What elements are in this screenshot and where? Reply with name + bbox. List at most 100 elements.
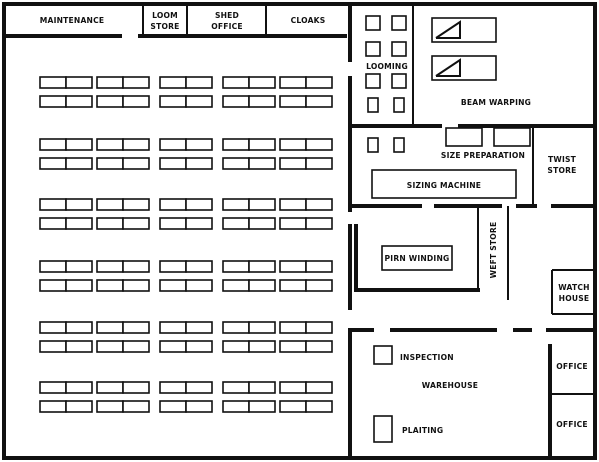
loom-cell	[305, 138, 333, 151]
loom-cell	[65, 381, 93, 394]
loom-cell	[222, 157, 250, 170]
loom-cell	[185, 279, 213, 292]
loom	[159, 198, 213, 211]
size-preparation-label: SIZE PREPARATION	[441, 151, 525, 160]
loom	[222, 157, 276, 170]
loom	[222, 217, 276, 230]
loom-cell	[279, 400, 307, 413]
loom-cell	[279, 279, 307, 292]
size-prep-frame	[367, 137, 379, 153]
loom	[159, 95, 213, 108]
loom-cell	[122, 340, 150, 353]
loom-cell	[122, 279, 150, 292]
loom-cell	[279, 321, 307, 334]
loom	[39, 381, 93, 394]
loom-cell	[96, 217, 124, 230]
loom-cell	[122, 138, 150, 151]
loom	[222, 400, 276, 413]
loom-cell	[222, 76, 250, 89]
loom-cell	[39, 279, 67, 292]
loom-cell	[65, 198, 93, 211]
loom	[96, 76, 150, 89]
loom-cell	[96, 400, 124, 413]
loom-cell	[279, 138, 307, 151]
loom	[279, 340, 333, 353]
twist-store-label-2: STORE	[547, 166, 576, 175]
loom	[159, 381, 213, 394]
loom-cell	[39, 157, 67, 170]
loom-cell	[222, 340, 250, 353]
loom-cell	[185, 381, 213, 394]
loom-cell	[248, 95, 276, 108]
looming-frames	[365, 15, 407, 153]
loom-cell	[279, 198, 307, 211]
pirn-winding-label: PIRN WINDING	[385, 254, 450, 263]
loom-cell	[279, 157, 307, 170]
plaiting-label: PLAITING	[402, 426, 443, 435]
loom-cell	[185, 76, 213, 89]
sizing-machine-box	[371, 169, 517, 199]
loom	[96, 95, 150, 108]
loom-cell	[122, 321, 150, 334]
loom	[222, 340, 276, 353]
loom-cell	[305, 157, 333, 170]
loom	[222, 138, 276, 151]
loom-cell	[305, 217, 333, 230]
loom-cell	[159, 340, 187, 353]
loom-cell	[96, 340, 124, 353]
loom-cell	[65, 400, 93, 413]
loom-cell	[222, 95, 250, 108]
loom-cell	[96, 381, 124, 394]
loom-cell	[222, 400, 250, 413]
loom-cell	[159, 279, 187, 292]
loom	[159, 321, 213, 334]
loom-cell	[248, 321, 276, 334]
loom-cell	[96, 321, 124, 334]
loom	[39, 321, 93, 334]
loom	[279, 381, 333, 394]
loom-cell	[248, 138, 276, 151]
looming-frame	[391, 41, 407, 57]
loom	[279, 95, 333, 108]
loom-cell	[96, 76, 124, 89]
loom-cell	[122, 157, 150, 170]
loom	[96, 138, 150, 151]
loom-cell	[279, 260, 307, 273]
loom	[96, 400, 150, 413]
loom-cell	[65, 95, 93, 108]
looming-frame	[365, 41, 381, 57]
loom-cell	[279, 217, 307, 230]
loom-cell	[305, 76, 333, 89]
loom-cell	[222, 217, 250, 230]
size-tank	[445, 127, 483, 147]
loom-cell	[248, 217, 276, 230]
loom-cell	[39, 217, 67, 230]
loom	[279, 400, 333, 413]
loom	[222, 95, 276, 108]
loom	[279, 279, 333, 292]
loom-cell	[122, 217, 150, 230]
loom-cell	[39, 260, 67, 273]
warehouse-label: WAREHOUSE	[422, 381, 478, 390]
loom-grid	[39, 76, 333, 413]
loom-cell	[122, 95, 150, 108]
loom-cell	[159, 138, 187, 151]
loom-cell	[279, 381, 307, 394]
loom-cell	[39, 321, 67, 334]
loom-cell	[65, 340, 93, 353]
loom-cell	[159, 217, 187, 230]
loom-cell	[185, 340, 213, 353]
loom	[279, 157, 333, 170]
looming-frame	[391, 73, 407, 89]
plaiting-table	[373, 415, 393, 443]
loom-cell	[122, 400, 150, 413]
loom	[222, 198, 276, 211]
loom	[96, 217, 150, 230]
loom	[96, 279, 150, 292]
loom-cell	[185, 260, 213, 273]
sizing-machine-label: SIZING MACHINE	[407, 181, 481, 190]
loom-cell	[65, 138, 93, 151]
loom-cell	[159, 260, 187, 273]
beam-warping-label: BEAM WARPING	[461, 98, 531, 107]
